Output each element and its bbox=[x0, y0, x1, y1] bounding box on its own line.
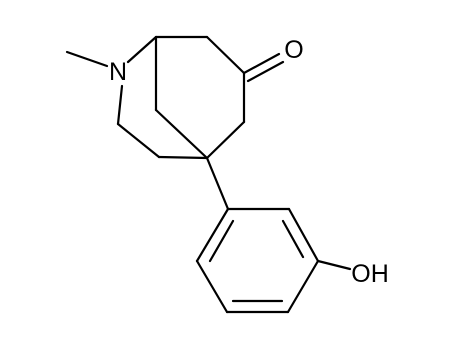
bond-n-methyl bbox=[65, 50, 109, 68]
bond-c3-c4 bbox=[157, 155, 209, 160]
ring-double-3 bbox=[208, 219, 235, 263]
bond-aryl-oh bbox=[316, 259, 352, 271]
atom-label-oxygen: O bbox=[284, 36, 303, 64]
bond-c4-aryl bbox=[205, 156, 230, 211]
bond-c7-o-a bbox=[242, 52, 281, 75]
bond-n-c2 bbox=[116, 84, 124, 126]
ring-bond-2 bbox=[287, 207, 320, 263]
bonds bbox=[65, 35, 352, 314]
atom-label-hydroxyl: OH bbox=[351, 260, 389, 288]
atom-labels: N O OH bbox=[109, 36, 389, 288]
bond-c8-c7 bbox=[205, 35, 246, 75]
ring-double-1 bbox=[281, 219, 305, 259]
bond-c4-bridge bbox=[154, 108, 209, 160]
bond-n-c1 bbox=[126, 35, 158, 64]
ring-bond-5 bbox=[195, 259, 229, 314]
bond-c2-c3 bbox=[116, 122, 161, 159]
bond-c6-c4 bbox=[205, 120, 246, 160]
ring-bond-6 bbox=[195, 207, 230, 263]
ring-bond-3 bbox=[286, 259, 320, 314]
atom-label-nitrogen: N bbox=[109, 58, 127, 86]
bond-c7-o-b bbox=[246, 60, 285, 83]
